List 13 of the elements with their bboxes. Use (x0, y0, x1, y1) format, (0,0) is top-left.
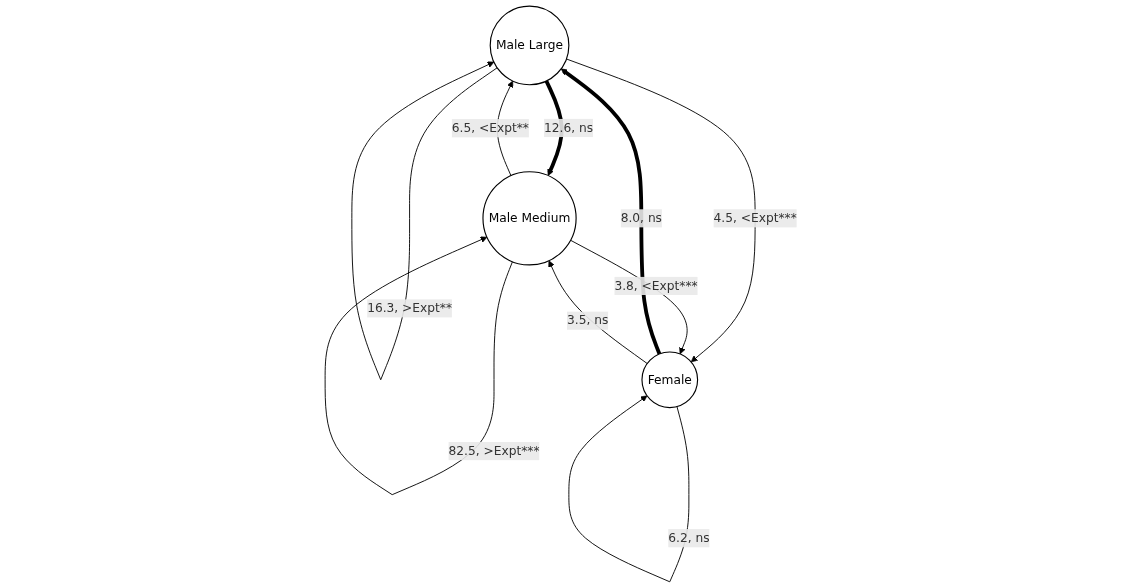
edge-label: 6.2, ns (668, 530, 710, 546)
edge-label: 12.6, ns (544, 120, 594, 135)
edge-label: 16.3, >Expt** (367, 300, 453, 316)
edge-label: 3.8, <Expt*** (614, 278, 698, 293)
edge-label: 8.0, ns (620, 210, 663, 226)
node-circle: Male Large (489, 5, 570, 86)
edge-label: 4.5, <Expt*** (713, 210, 797, 226)
node-circle: Female (641, 351, 699, 409)
arrow (560, 68, 662, 355)
edge-label: 82.5, >Expt*** (448, 443, 540, 458)
edge-label: 3.5, ns (567, 313, 609, 328)
node-circle: Male Medium (482, 171, 577, 266)
edge-label: 6.5, <Expt** (451, 120, 529, 136)
